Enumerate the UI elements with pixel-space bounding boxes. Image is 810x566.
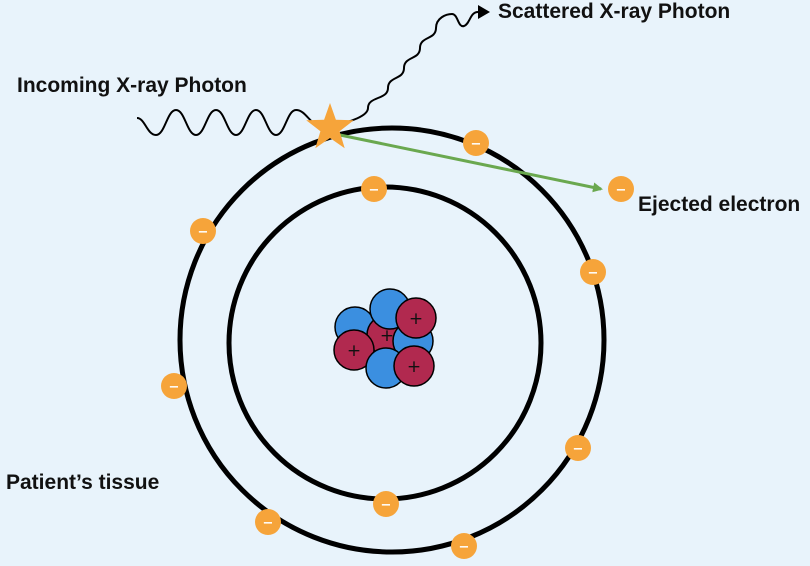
collision-star-icon [306,103,354,149]
proton: + [333,329,375,371]
svg-text:−: − [616,183,627,198]
electron: − [463,130,489,156]
svg-text:−: − [471,137,482,152]
electron: − [161,373,187,399]
electron: − [361,176,387,202]
electron: − [255,509,281,535]
svg-text:−: − [263,516,274,531]
incoming-photon-wave [136,108,319,137]
svg-text:−: − [459,540,470,555]
svg-text:−: − [169,380,180,395]
electron: − [580,259,606,285]
electron: − [451,533,477,559]
ejected-electron-label: Ejected electron [638,193,801,216]
svg-text:−: − [588,266,599,281]
proton: + [395,297,437,339]
svg-text:−: − [573,442,584,457]
scattered-photon-label: Scattered X-ray Photon [498,0,731,23]
svg-text:+: + [407,357,421,377]
electron: − [190,218,216,244]
patient-tissue-label: Patient’s tissue [6,471,160,494]
incoming-photon-label: Incoming X-ray Photon [17,74,247,97]
electron: − [565,435,591,461]
electron: − [373,491,399,517]
svg-text:+: + [409,309,423,329]
nucleus: + + + + [333,288,437,389]
svg-text:+: + [380,326,394,346]
outer-orbit [177,125,607,555]
ejected-electron: − [608,176,634,202]
svg-text:−: − [198,225,209,240]
svg-text:+: + [347,341,361,361]
scattered-photon-wave [334,11,479,126]
ejection-arrow [339,133,603,193]
svg-text:−: − [381,498,392,513]
proton: + [393,345,435,387]
svg-text:−: − [369,183,380,198]
scattered-arrowhead [478,5,490,19]
